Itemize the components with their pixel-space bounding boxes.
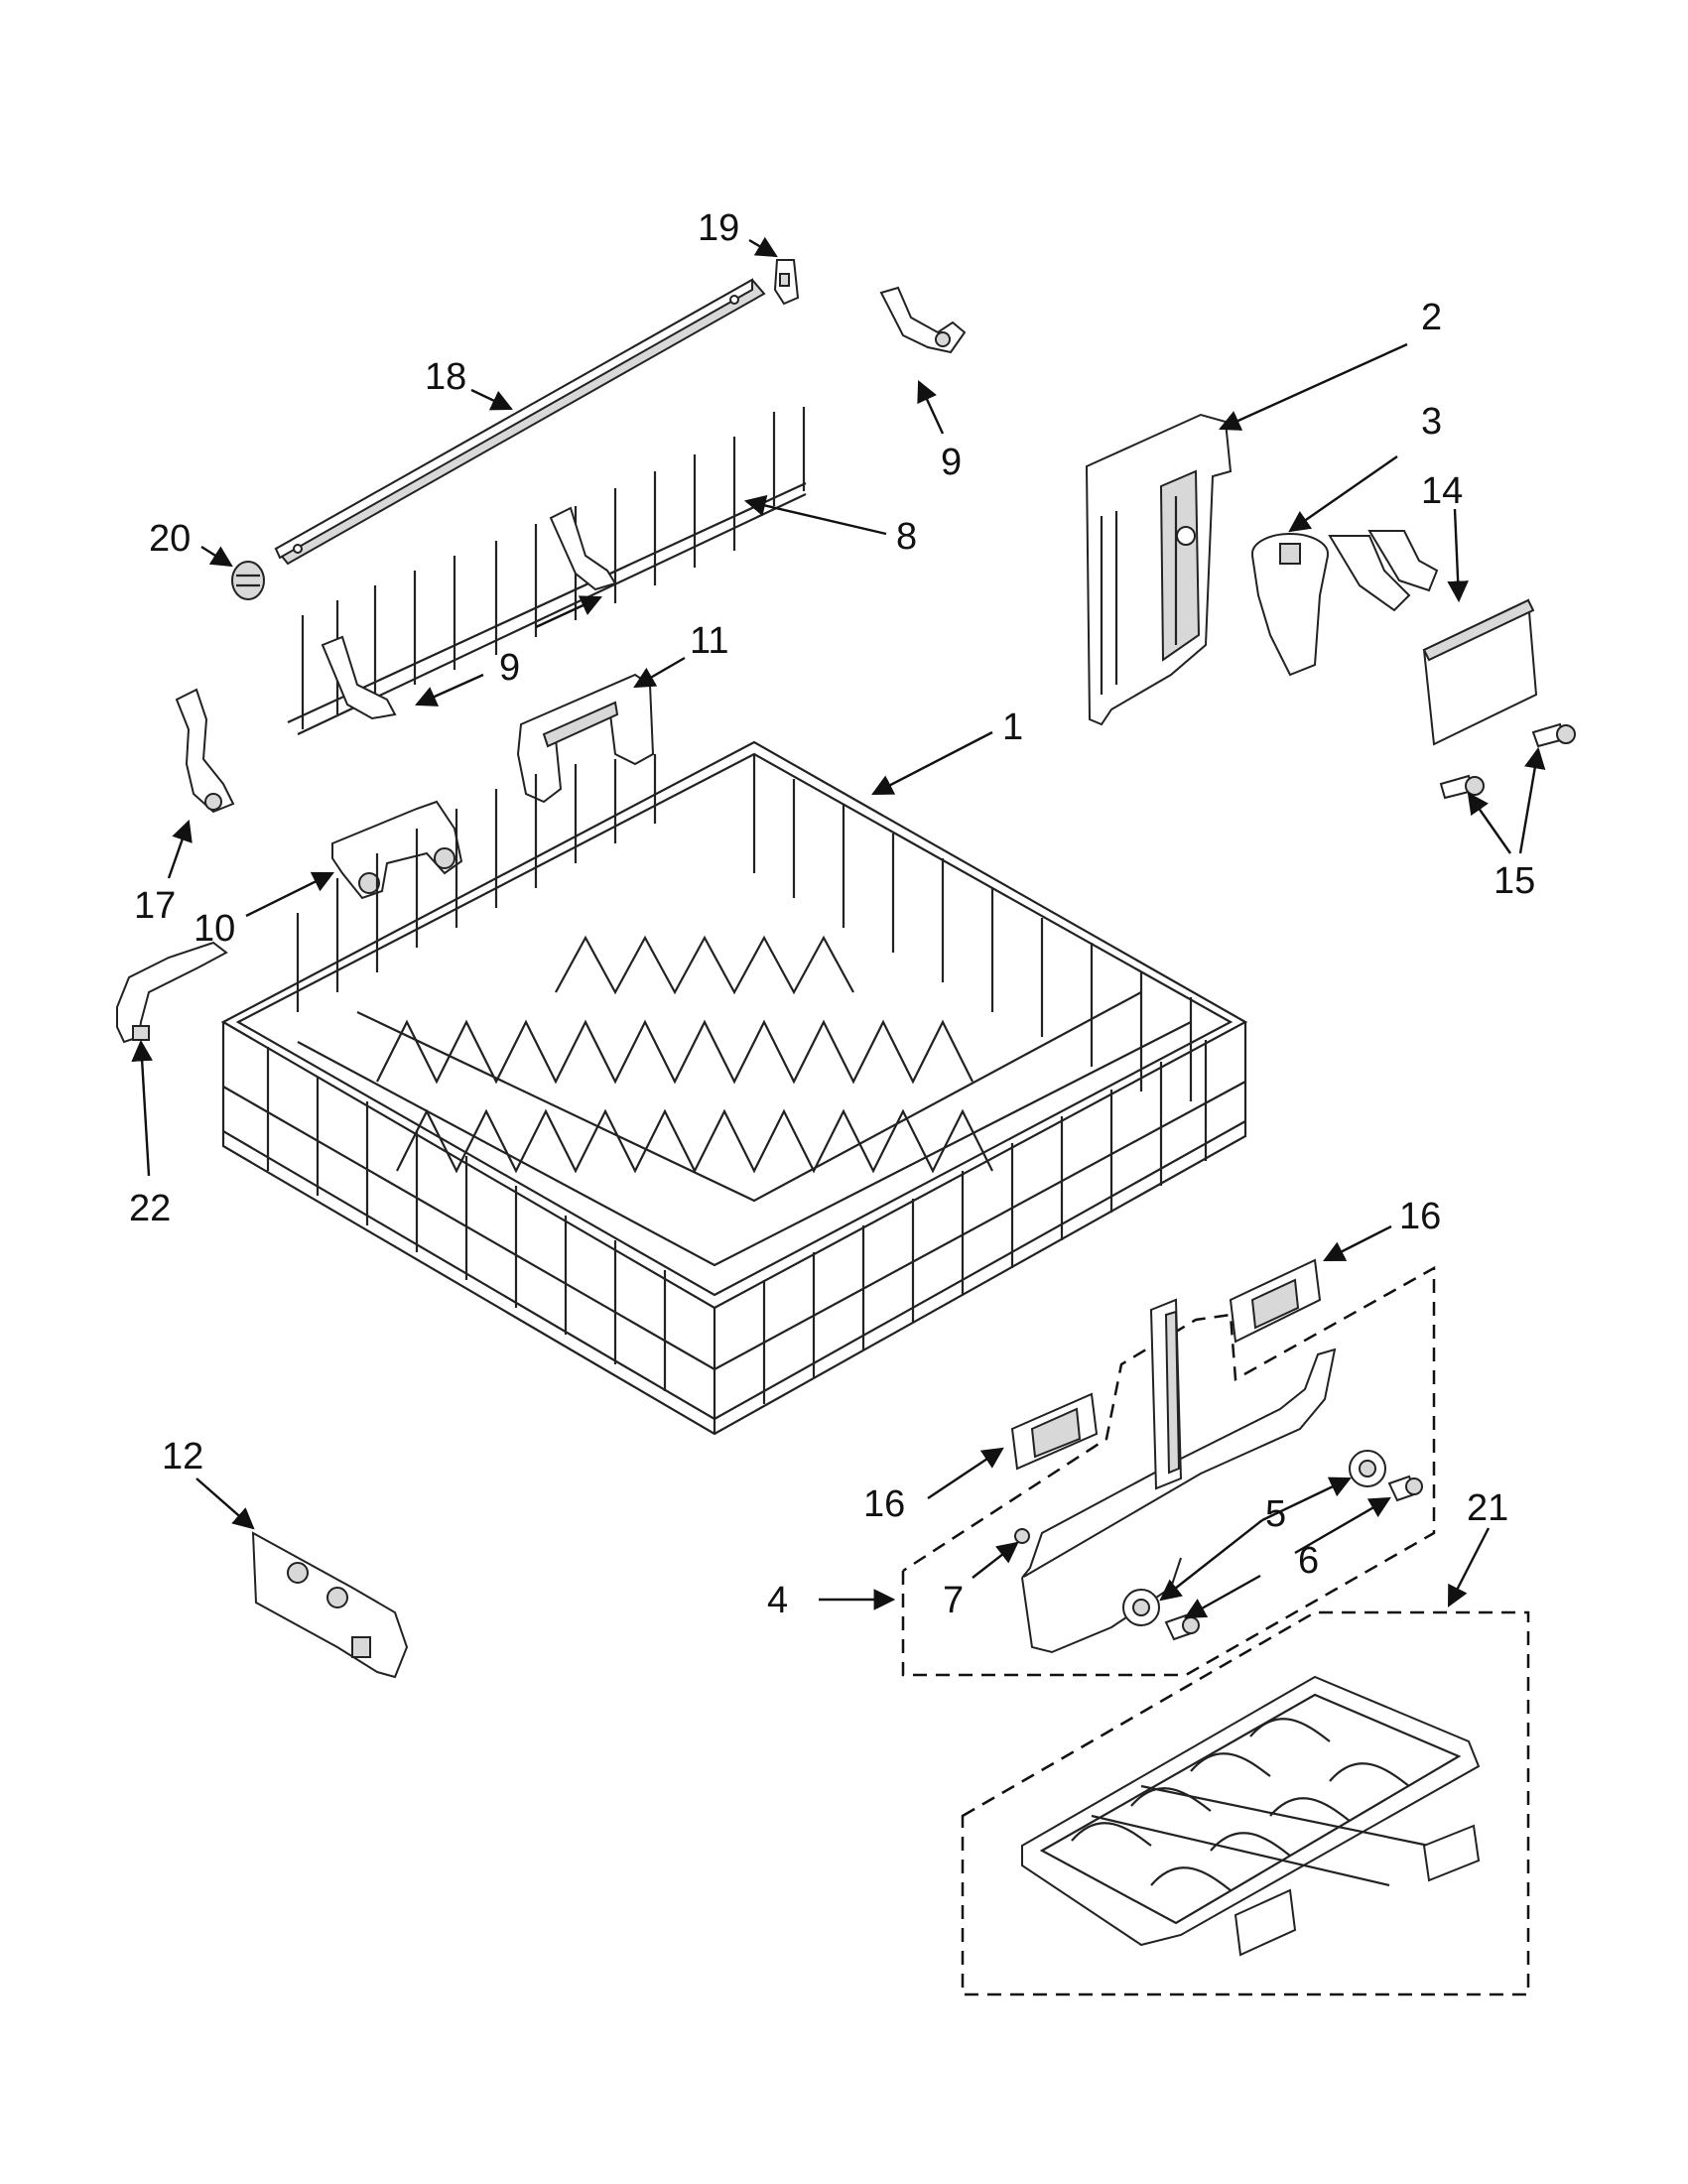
- leader-9b-1: [535, 595, 602, 629]
- part-2-rail-housing: [1085, 413, 1233, 726]
- leader-9b-2: [415, 673, 484, 707]
- part-18-rail: [274, 278, 766, 566]
- part-16-slide-upper: [1229, 1258, 1322, 1344]
- leader-16a: [1323, 1224, 1392, 1262]
- leader-21: [1447, 1527, 1491, 1607]
- part-19-clip: [773, 259, 800, 306]
- part-15-screws: [1439, 722, 1576, 800]
- part-6-axles: [1164, 1475, 1423, 1641]
- leader-5: [1261, 1477, 1352, 1522]
- callout-21: 21: [1467, 1487, 1508, 1529]
- callout-14: 14: [1421, 470, 1463, 512]
- callout-22: 22: [129, 1188, 171, 1229]
- callout-2: 2: [1421, 297, 1442, 338]
- part-21-group-outline: [961, 1610, 1530, 1996]
- part-12-bracket: [251, 1531, 409, 1679]
- part-17-arm: [175, 688, 235, 814]
- leader-3: [1288, 455, 1398, 533]
- leader-8: [743, 494, 887, 536]
- part-9-clips-left: [321, 506, 617, 720]
- callout-16a: 16: [1399, 1196, 1441, 1237]
- part-22-arm: [116, 941, 228, 1044]
- leader-9a: [917, 380, 945, 435]
- leader-18: [470, 388, 513, 411]
- callout-3: 3: [1421, 401, 1442, 443]
- leader-6: [1294, 1496, 1391, 1555]
- leader-1: [871, 730, 993, 796]
- callout-11: 11: [690, 620, 728, 662]
- leader-15a: [1467, 792, 1511, 854]
- callout-15: 15: [1493, 860, 1535, 902]
- part-7-screw: [1014, 1528, 1030, 1544]
- leader-12: [195, 1477, 255, 1530]
- callout-9b: 9: [499, 647, 520, 689]
- leader-2: [1219, 342, 1408, 431]
- part-1-rack-basket: [220, 740, 1248, 1436]
- leader-19: [748, 236, 778, 258]
- callout-7: 7: [943, 1580, 964, 1621]
- leader-5b: [1159, 1519, 1263, 1602]
- part-5-wheels: [1122, 1450, 1386, 1626]
- callout-12: 12: [162, 1436, 203, 1477]
- callout-4: 4: [767, 1580, 788, 1621]
- leader-6b: [1184, 1574, 1261, 1619]
- callout-10: 10: [194, 908, 235, 950]
- callout-18: 18: [425, 356, 466, 398]
- leader-7: [972, 1541, 1019, 1579]
- callout-5: 5: [1265, 1493, 1286, 1535]
- part-20-knob: [231, 561, 265, 600]
- callout-17: 17: [134, 885, 176, 927]
- leader-arrows: [131, 236, 1546, 1619]
- part-21-tray: [1021, 1675, 1481, 1957]
- part-4-rail-assembly: [1021, 1298, 1337, 1654]
- callout-20: 20: [149, 518, 191, 560]
- part-4-group-outline: [901, 1265, 1436, 1677]
- leader-17: [167, 819, 193, 879]
- part-9-clip-right: [879, 286, 967, 354]
- part-8-tine-row: [287, 407, 807, 735]
- part-11-bracket: [516, 673, 655, 804]
- callout-6: 6: [1298, 1540, 1319, 1582]
- callout-8: 8: [896, 516, 917, 558]
- leader-20: [200, 545, 233, 568]
- part-10-bracket: [331, 800, 463, 900]
- part-14-cover: [1422, 598, 1538, 746]
- callout-labels: 1 2 3 4 5 6 7 8 9 9 10 11 12 14 15 16 16…: [129, 207, 1535, 1621]
- leader-14: [1447, 508, 1469, 603]
- part-3-adjuster: [1251, 530, 1439, 677]
- callout-19: 19: [698, 207, 739, 249]
- part-16-slide-lower: [1010, 1392, 1099, 1471]
- leader-15b: [1518, 746, 1546, 854]
- callout-1: 1: [1002, 707, 1023, 748]
- leader-11: [633, 656, 686, 689]
- leader-16b: [927, 1447, 1004, 1499]
- callout-9a: 9: [941, 442, 962, 483]
- leader-10: [245, 871, 334, 918]
- callout-16b: 16: [863, 1483, 905, 1525]
- leader-22: [131, 1039, 153, 1177]
